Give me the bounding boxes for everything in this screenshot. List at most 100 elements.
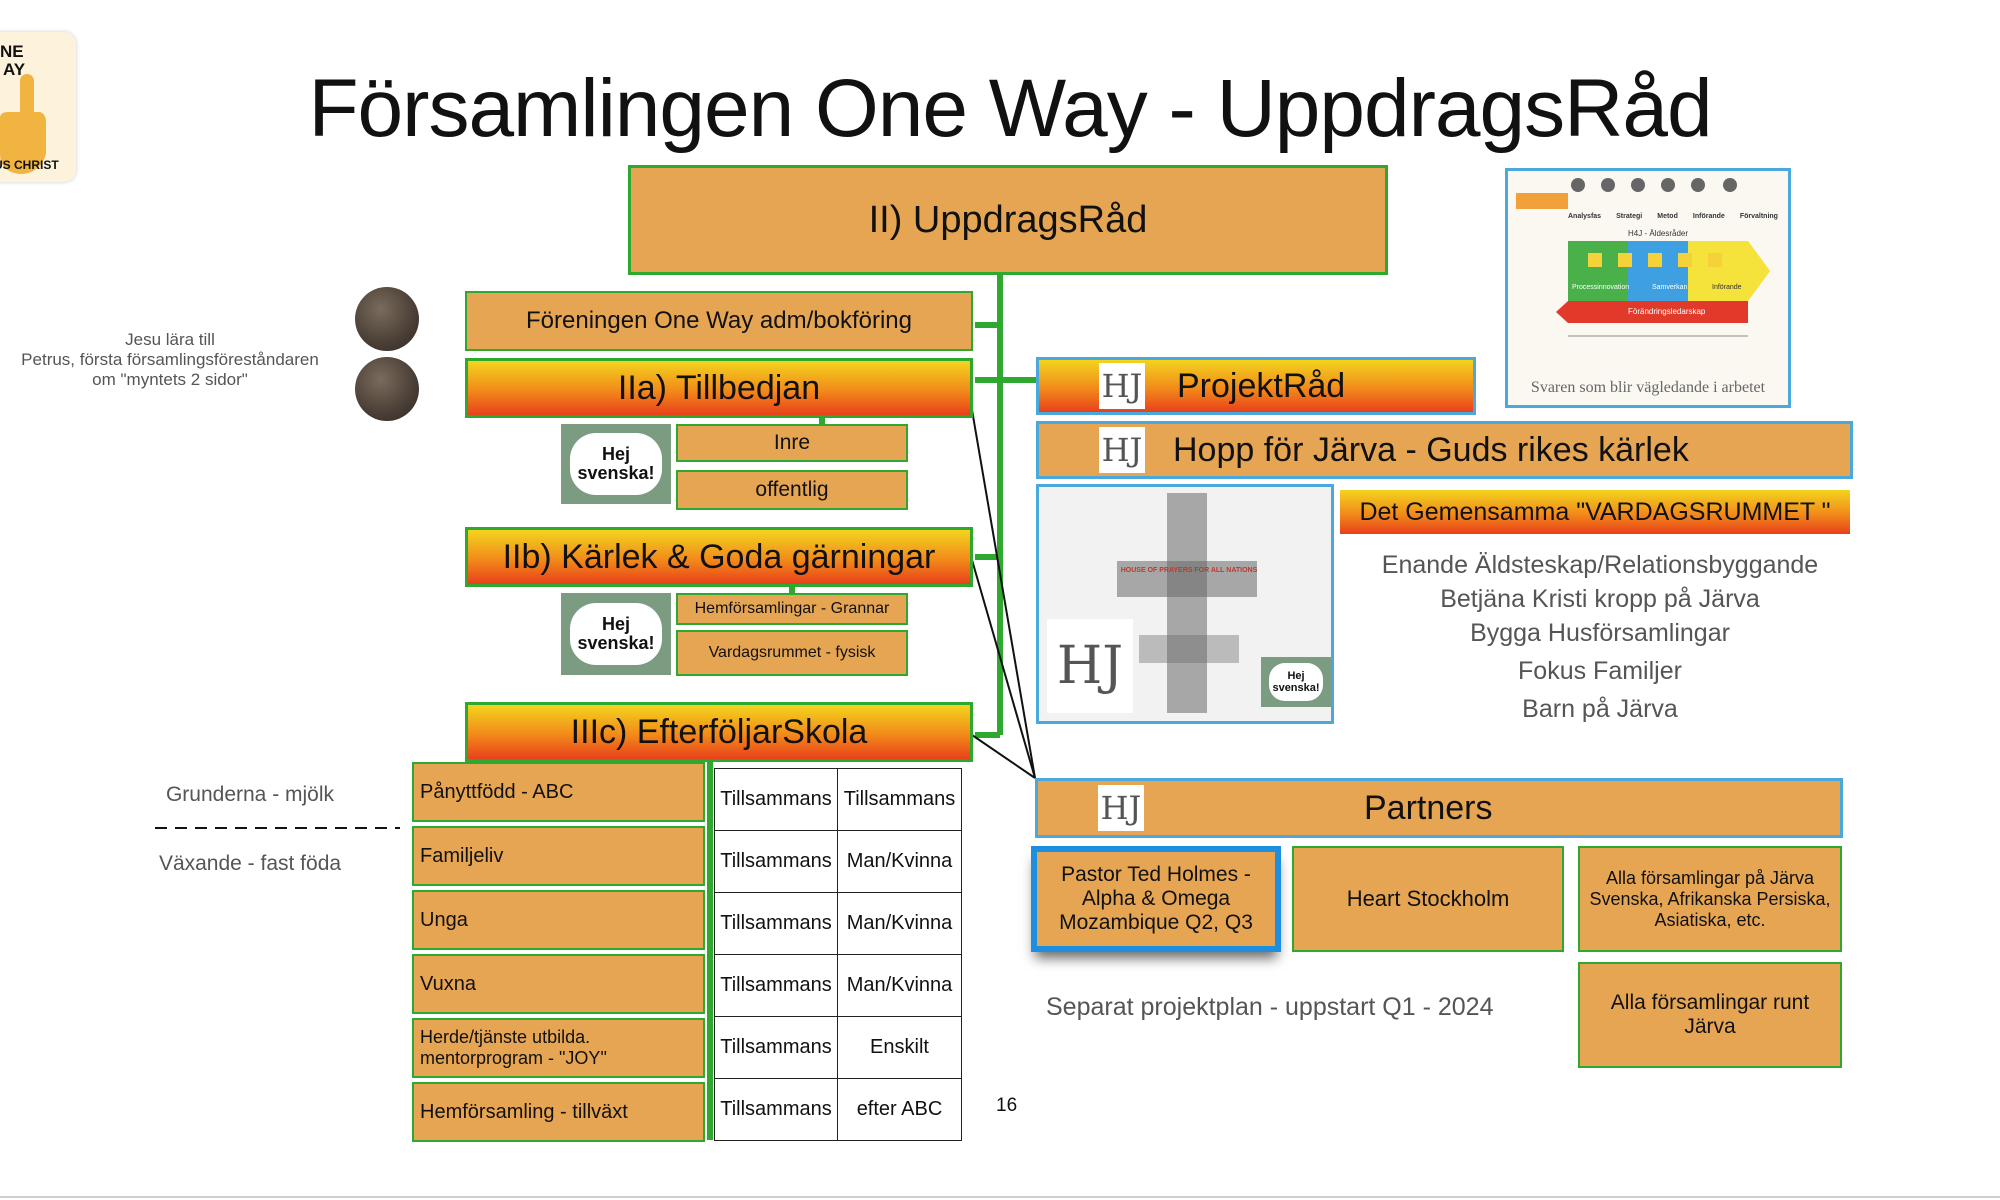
hopp-box: HJ Hopp för Järva - Guds rikes kärlek bbox=[1036, 421, 1853, 479]
bottom-divider bbox=[0, 1196, 2000, 1198]
svenska-text: svenska! bbox=[577, 633, 655, 653]
table-cell: efter ABC bbox=[837, 1078, 962, 1141]
separat-projektplan-text: Separat projektplan - uppstart Q1 - 2024 bbox=[1046, 993, 1494, 1021]
vaxande-label: Växande - fast föda bbox=[158, 852, 342, 875]
course-row-1: Pånyttfödd - ABC bbox=[412, 762, 705, 822]
svenska-text: svenska! bbox=[1272, 682, 1320, 694]
logo-text-2: AY bbox=[3, 60, 26, 79]
vardagsrummet-box: Det Gemensamma "VARDAGSRUMMET " bbox=[1340, 490, 1850, 534]
hej-text: Hej bbox=[1287, 670, 1305, 682]
crowd-cross-image: HOUSE OF PRAYERS FOR ALL NATIONS HJ Hej … bbox=[1036, 484, 1334, 724]
table-cell: Tillsammans bbox=[714, 768, 838, 831]
table-cell: Tillsammans bbox=[837, 768, 962, 831]
karlek-hemforsamlingar-label: Hemförsamlingar - Grannar bbox=[694, 600, 890, 617]
people-cross-graphic bbox=[1117, 493, 1257, 713]
partners-label: Partners bbox=[1364, 788, 1493, 827]
hej-svenska-badge-3: Hej svenska! bbox=[1261, 657, 1331, 707]
heart-stockholm-box: Heart Stockholm bbox=[1292, 846, 1564, 952]
process-arrow-label: H4J - Äldesråder bbox=[1628, 229, 1689, 238]
process-step: Strategi bbox=[1616, 213, 1643, 220]
tillbedjan-inre-label: Inre bbox=[773, 431, 811, 454]
projektrad-box: HJ ProjektRåd bbox=[1036, 357, 1476, 415]
process-diagram-image: Analysfas Strategi Metod Införande Förva… bbox=[1505, 168, 1791, 408]
process-step: Metod bbox=[1657, 213, 1678, 220]
list-item: Enande Äldsteskap/Relationsbyggande bbox=[1381, 551, 1819, 579]
process-bubble-label: Samverkan bbox=[1652, 284, 1688, 291]
list-item: Bygga Husförsamlingar bbox=[1470, 619, 1730, 647]
coins-caption-2: Petrus, första församlingsföreståndaren bbox=[21, 350, 319, 369]
course-name: Familjeliv bbox=[420, 844, 504, 867]
uppdragsrad-box: II) UppdragsRåd bbox=[628, 165, 1388, 275]
hej-text: Hej bbox=[601, 444, 630, 464]
projektrad-label: ProjektRåd bbox=[1177, 366, 1346, 405]
coin-back-image bbox=[355, 357, 419, 421]
tillbedjan-offentlig-label: offentlig bbox=[755, 478, 829, 501]
tillbedjan-inre-box: Inre bbox=[676, 424, 908, 462]
process-steps: Analysfas Strategi Metod Införande Förva… bbox=[1568, 213, 1778, 220]
page-number: 16 bbox=[996, 1095, 1018, 1116]
forening-label: Föreningen One Way adm/bokföring bbox=[526, 307, 912, 334]
process-arrow-graphic bbox=[1516, 178, 1770, 337]
hj-logo-icon: HJ bbox=[1099, 363, 1145, 409]
table-cell: Tillsammans bbox=[714, 830, 838, 893]
page-title: Församlingen One Way - UppdragsRåd bbox=[308, 63, 1712, 154]
hj-logo-icon: HJ bbox=[1099, 427, 1145, 473]
grunderna-label: Grunderna - mjölk bbox=[165, 783, 335, 806]
coins-caption: Jesu lära till Petrus, första församling… bbox=[0, 330, 340, 390]
table-cell: Tillsammans bbox=[714, 954, 838, 1017]
table-cell: Man/Kvinna bbox=[837, 892, 962, 955]
course-row-3: Unga bbox=[412, 890, 705, 950]
process-bubble-label: Införande bbox=[1712, 284, 1742, 291]
uppdragsrad-label: II) UppdragsRåd bbox=[868, 198, 1148, 241]
process-bubble-label: Processinnovation bbox=[1572, 284, 1630, 291]
forening-box: Föreningen One Way adm/bokföring bbox=[465, 291, 973, 351]
hopp-label: Hopp för Järva - Guds rikes kärlek bbox=[1173, 430, 1689, 469]
karlek-box: IIb) Kärlek & Goda gärningar bbox=[465, 527, 973, 587]
course-name: Pånyttfödd - ABC bbox=[420, 780, 574, 803]
course-row-2: Familjeliv bbox=[412, 826, 705, 886]
table-cell: Tillsammans bbox=[714, 892, 838, 955]
vardagsrummet-label: Det Gemensamma "VARDAGSRUMMET " bbox=[1359, 497, 1831, 526]
process-arrow-label: Förändringsledarskap bbox=[1628, 307, 1706, 316]
course-row-6: Hemförsamling - tillväxt bbox=[412, 1082, 705, 1142]
logo-text-3: US CHRIST bbox=[0, 158, 59, 172]
process-step: Införande bbox=[1692, 213, 1725, 220]
hopp-activity-list: Enande Äldsteskap/Relationsbyggande Betj… bbox=[1340, 548, 1860, 726]
list-item: Betjäna Kristi kropp på Järva bbox=[1440, 585, 1760, 613]
coins-caption-3: om "myntets 2 sidor" bbox=[92, 370, 248, 389]
alla-runt-jarva-label: Alla församlingar runt Järva bbox=[1610, 991, 1810, 1038]
course-name: Vuxna bbox=[420, 972, 476, 995]
process-caption: Svaren som blir vägledande i arbetet bbox=[1530, 379, 1766, 396]
course-table: Tillsammans Tillsammans Tillsammans Man/… bbox=[714, 768, 962, 1144]
hej-svenska-badge-1: Hej svenska! bbox=[561, 424, 671, 504]
table-cell: Enskilt bbox=[837, 1016, 962, 1079]
ted-holmes-label: Pastor Ted Holmes - Alpha & Omega Mozamb… bbox=[1059, 863, 1253, 934]
table-cell: Tillsammans bbox=[714, 1078, 838, 1141]
logo-text-1: NE bbox=[0, 42, 24, 61]
speech-bubble-icon: Hej svenska! bbox=[1269, 663, 1323, 701]
tillbedjan-label: IIa) Tillbedjan bbox=[617, 368, 821, 407]
course-name: Herde/tjänste utbilda. mentorprogram - "… bbox=[420, 1027, 607, 1068]
karlek-hemforsamlingar-box: Hemförsamlingar - Grannar bbox=[676, 593, 908, 625]
table-cell: Tillsammans bbox=[714, 1016, 838, 1079]
hj-logo-icon: HJ bbox=[1098, 785, 1144, 831]
ted-holmes-box: Pastor Ted Holmes - Alpha & Omega Mozamb… bbox=[1031, 846, 1281, 952]
karlek-label: IIb) Kärlek & Goda gärningar bbox=[502, 537, 936, 576]
heart-stockholm-label: Heart Stockholm bbox=[1346, 886, 1510, 911]
hand-icon bbox=[0, 74, 46, 178]
skola-box: IIIc) EfterföljarSkola bbox=[465, 702, 973, 762]
course-row-4: Vuxna bbox=[412, 954, 705, 1014]
list-item: Barn på Järva bbox=[1522, 695, 1678, 723]
tillbedjan-offentlig-box: offentlig bbox=[676, 470, 908, 510]
course-list: Pånyttfödd - ABC Familjeliv Unga Vuxna H… bbox=[412, 762, 962, 1144]
table-cell: Man/Kvinna bbox=[837, 830, 962, 893]
skola-label: IIIc) EfterföljarSkola bbox=[570, 712, 868, 751]
tillbedjan-box: IIa) Tillbedjan bbox=[465, 358, 973, 418]
karlek-vardagsrummet-box: Vardagsrummet - fysisk bbox=[676, 630, 908, 676]
alla-runt-jarva-box: Alla församlingar runt Järva bbox=[1578, 962, 1842, 1068]
crowd-caption: HOUSE OF PRAYERS FOR ALL NATIONS bbox=[1120, 567, 1258, 574]
speech-bubble-icon: Hej svenska! bbox=[570, 433, 662, 495]
partners-box: HJ Partners bbox=[1035, 778, 1843, 838]
one-way-logo: NE AY US CHRIST bbox=[0, 32, 76, 182]
